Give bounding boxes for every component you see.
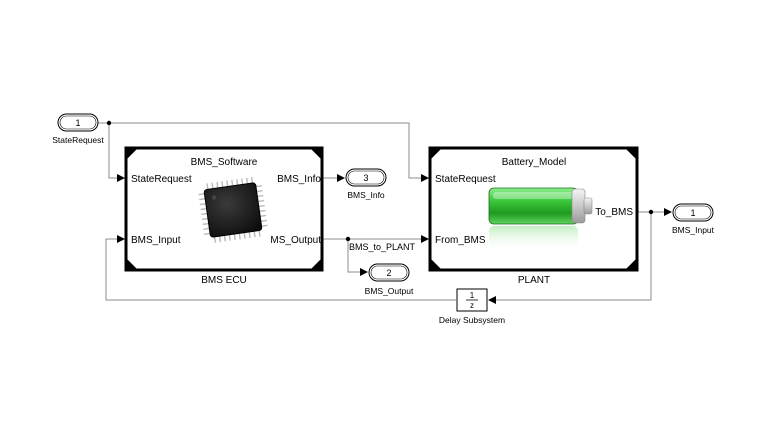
outport-number: 3 — [363, 173, 368, 183]
port-label-staterequest: StateRequest — [435, 174, 496, 185]
port-label-bms-input: BMS_Input — [131, 235, 181, 246]
branch-points — [106, 120, 654, 242]
outport-bms-info[interactable]: 3 — [345, 168, 387, 187]
block-bms-ecu[interactable]: BMS_Software StateRequest BMS_Input BMS_… — [124, 146, 324, 272]
outport-bms-output[interactable]: 2 — [368, 263, 410, 282]
delay-numerator: 1 — [470, 291, 475, 300]
outport-label-bms-info: BMS_Info — [347, 190, 385, 200]
block-delay[interactable]: 1 z — [456, 288, 488, 312]
inport-label: StateRequest — [52, 135, 104, 145]
line-feedback-to-delay[interactable] — [488, 212, 652, 304]
port-label-from-bms: From_BMS — [435, 235, 486, 246]
block-name-plant: PLANT — [518, 275, 550, 286]
signal-label-bms-to-plant: BMS_to_PLANT — [349, 242, 416, 252]
port-label-staterequest: StateRequest — [131, 174, 192, 185]
port-label-bms-info: BMS_Info — [277, 174, 321, 185]
microchip-icon — [198, 176, 268, 243]
outport-number: 2 — [386, 268, 391, 278]
port-label-to-bms: To_BMS — [595, 207, 633, 218]
line-staterequest-to-ecu[interactable] — [98, 122, 125, 182]
block-title: BMS_Software — [191, 157, 258, 168]
outport-label-bms-input: BMS_Input — [672, 225, 715, 235]
signal-lines — [98, 122, 672, 304]
line-bms-output-out[interactable] — [347, 239, 368, 276]
line-staterequest-to-plant[interactable] — [109, 122, 429, 182]
block-name-delay: Delay Subsystem — [439, 315, 505, 325]
block-name-bms-ecu: BMS ECU — [201, 275, 247, 286]
inport-staterequest[interactable]: 1 — [57, 113, 99, 132]
line-delay-to-ecu[interactable] — [105, 235, 456, 301]
outport-bms-input[interactable]: 1 — [672, 203, 714, 222]
delay-denominator: z — [470, 301, 474, 310]
port-label-bms-output: MS_Output — [270, 235, 321, 246]
battery-icon — [488, 187, 593, 252]
outport-label-bms-output: BMS_Output — [365, 286, 414, 296]
inport-number: 1 — [75, 118, 80, 128]
block-title: Battery_Model — [502, 157, 566, 168]
block-plant[interactable]: Battery_Model StateRequest From_BMS To_B… — [428, 146, 639, 272]
outport-number: 1 — [690, 208, 695, 218]
